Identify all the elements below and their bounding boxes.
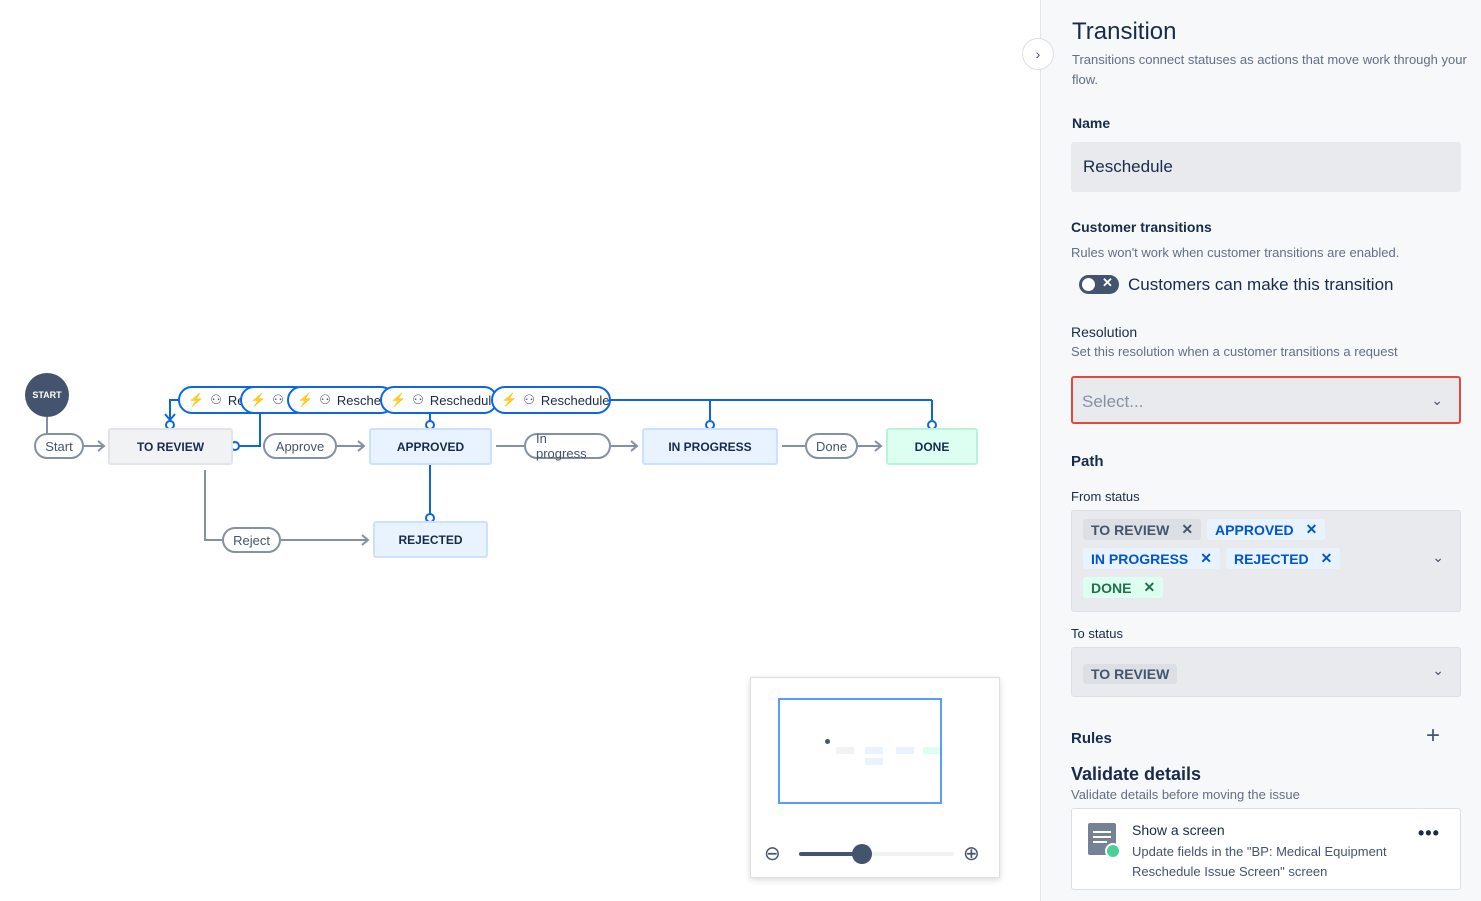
reschedule-transition-pill[interactable]: ⚡ ⚇ Reschedule (491, 386, 611, 414)
chevron-down-icon: ⌄ (1431, 392, 1443, 408)
start-node[interactable]: START (25, 373, 69, 417)
to-status-tag: TO REVIEW (1083, 664, 1178, 684)
name-label: Name (1072, 115, 1111, 131)
rules-heading: Rules (1071, 730, 1112, 747)
to-status-label: To status (1071, 626, 1124, 641)
to-status-select[interactable]: TO REVIEW ⌄ (1071, 647, 1461, 697)
panel-description: Transitions connect statuses as actions … (1072, 52, 1467, 87)
hierarchy-icon: ⚇ (523, 392, 535, 407)
pill-label: Reschedule (429, 392, 498, 408)
validate-heading: Validate details (1071, 764, 1202, 784)
zoom-slider[interactable] (799, 844, 954, 864)
minimap-viewport[interactable] (778, 698, 942, 804)
minimap[interactable]: ⊖ ⊕ (750, 677, 1000, 878)
resolution-select[interactable]: Select... ⌄ (1071, 376, 1461, 424)
from-tag-to-review: TO REVIEW✕ (1083, 519, 1202, 540)
pill-label: Reschedule (540, 392, 610, 408)
zoom-in-icon[interactable]: ⊕ (963, 843, 980, 865)
rule-description: Update fields in the "BP: Medical Equipm… (1132, 844, 1387, 879)
add-rule-icon[interactable]: + (1426, 722, 1441, 749)
lightning-icon: ⚡ (501, 392, 518, 407)
rule-title: Show a screen (1132, 822, 1225, 838)
collapse-panel-button[interactable]: › (1022, 38, 1054, 70)
status-rejected[interactable]: REJECTED (373, 521, 488, 558)
name-input[interactable]: Reschedule (1071, 142, 1461, 192)
path-heading: Path (1071, 453, 1104, 470)
transition-approve[interactable]: Approve (263, 433, 337, 459)
resolution-note: Set this resolution when a customer tran… (1071, 344, 1398, 359)
resolution-label: Resolution (1071, 324, 1138, 340)
customer-toggle-label: Customers can make this transition (1128, 275, 1394, 294)
lightning-icon: ⚡ (390, 392, 407, 407)
from-tag-done: DONE✕ (1083, 577, 1164, 598)
transition-in-progress[interactable]: In progress (524, 431, 611, 461)
reschedule-transition-pill[interactable]: ⚡ ⚇ Resched (287, 386, 395, 414)
zoom-out-icon[interactable]: ⊖ (764, 843, 781, 865)
rule-card[interactable]: Show a screen Update fields in the "BP: … (1071, 808, 1461, 890)
from-status-select[interactable]: TO REVIEW✕APPROVED✕ IN PROGRESS✕REJECTED… (1071, 510, 1461, 612)
from-tag-approved: APPROVED✕ (1207, 519, 1326, 540)
status-in-progress[interactable]: IN PROGRESS (642, 428, 778, 465)
customer-transitions-heading: Customer transitions (1071, 219, 1212, 235)
remove-icon[interactable]: ✕ (1181, 521, 1194, 537)
status-to-review[interactable]: TO REVIEW (108, 428, 233, 465)
validate-note: Validate details before moving the issue (1071, 787, 1300, 802)
remove-icon[interactable]: ✕ (1143, 579, 1156, 595)
from-tag-in-progress: IN PROGRESS✕ (1083, 548, 1220, 569)
lightning-icon: ⚡ (188, 392, 205, 407)
from-status-label: From status (1071, 489, 1140, 504)
remove-icon[interactable]: ✕ (1305, 521, 1318, 537)
reschedule-transition-pill[interactable]: ⚡ ⚇ Reschedule (380, 386, 498, 414)
hierarchy-icon: ⚇ (319, 392, 331, 407)
customer-transitions-note: Rules won't work when customer transitio… (1071, 245, 1400, 260)
pill-label: Resched (336, 392, 389, 408)
hierarchy-icon: ⚇ (210, 392, 222, 407)
remove-icon[interactable]: ✕ (1200, 550, 1212, 566)
from-tag-rejected: REJECTED✕ (1225, 548, 1341, 569)
status-done[interactable]: DONE (886, 428, 978, 465)
customer-toggle[interactable]: ✕ (1079, 275, 1119, 294)
panel-title: Transition (1072, 18, 1177, 45)
transition-reject[interactable]: Reject (222, 527, 281, 553)
lightning-icon: ⚡ (250, 392, 267, 407)
transition-done[interactable]: Done (805, 433, 858, 459)
resolution-placeholder: Select... (1082, 392, 1144, 411)
remove-icon[interactable]: ✕ (1320, 550, 1333, 566)
chevron-down-icon: ⌄ (1432, 662, 1444, 678)
status-approved[interactable]: APPROVED (369, 428, 492, 465)
hierarchy-icon: ⚇ (412, 392, 424, 407)
more-options-icon[interactable]: ••• (1418, 823, 1440, 843)
transition-start[interactable]: Start (34, 433, 84, 459)
close-icon: ✕ (1102, 275, 1113, 290)
hierarchy-icon: ⚇ (272, 392, 284, 407)
lightning-icon: ⚡ (297, 392, 314, 407)
zoom-slider-handle[interactable] (852, 844, 872, 864)
screen-icon (1088, 823, 1121, 859)
chevron-down-icon: ⌄ (1432, 549, 1444, 565)
workflow-canvas[interactable]: START Start TO REVIEW Approve APPROVED I… (0, 0, 1040, 901)
